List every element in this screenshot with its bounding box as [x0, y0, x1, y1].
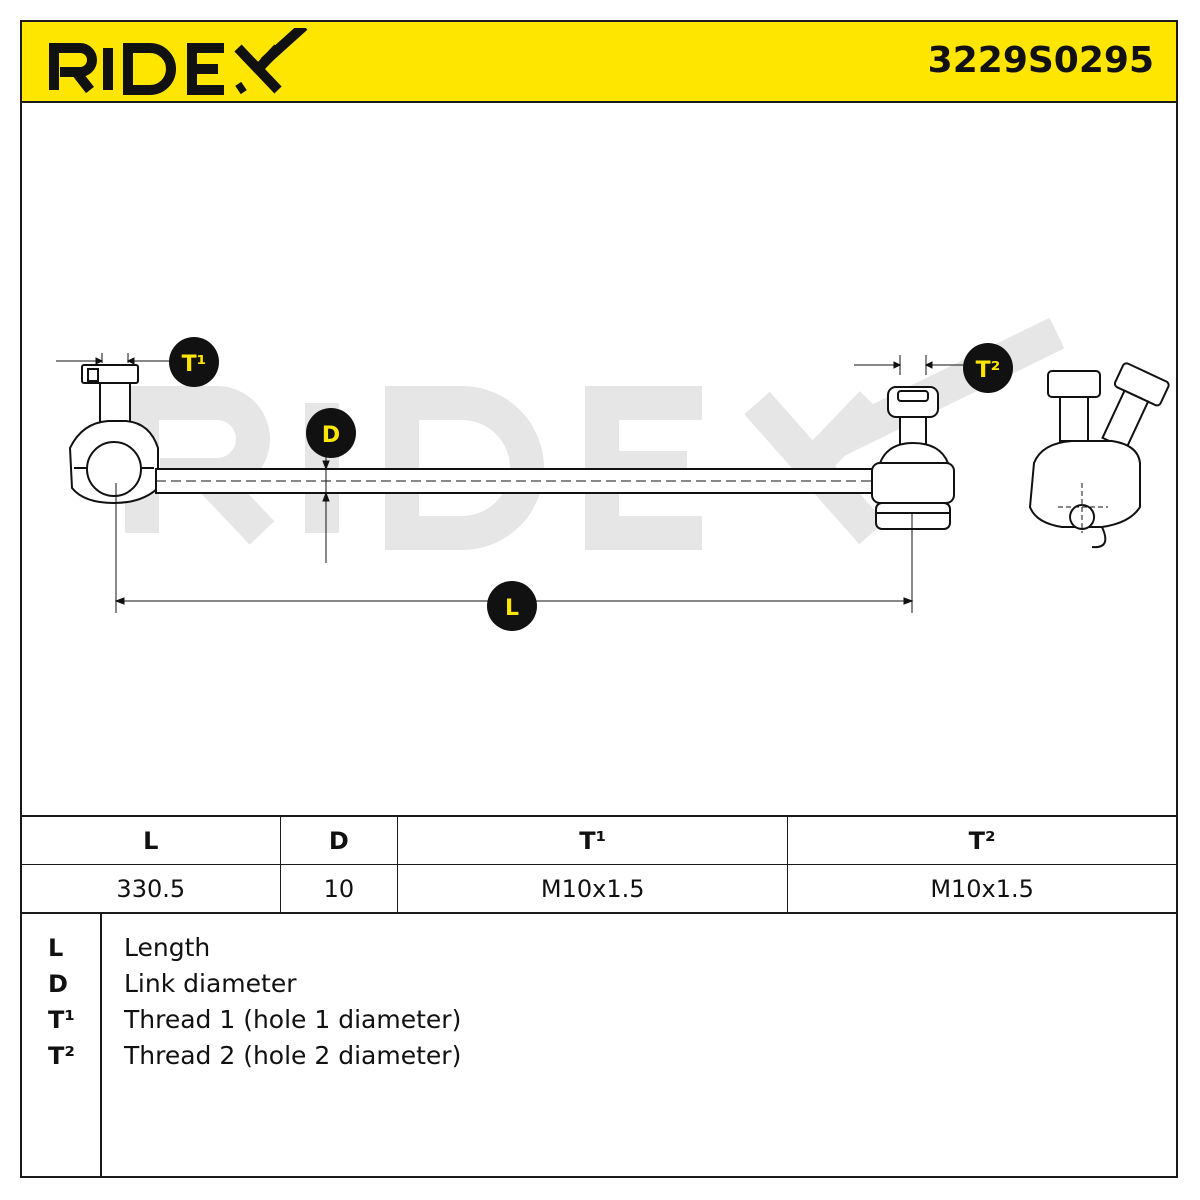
t1-dimension: [56, 353, 170, 365]
legend: L Length D Link diameter T¹ Thread 1 (ho…: [22, 912, 1176, 1178]
l-callout-label: L: [505, 596, 519, 621]
legend-key: L: [48, 934, 64, 962]
legend-label: Link diameter: [124, 969, 297, 998]
legend-item: T² Thread 2 (hole 2 diameter): [22, 1038, 1176, 1074]
spec-value-d: 10: [279, 864, 399, 913]
spec-header-d: D: [279, 815, 399, 865]
technical-drawing: T¹ D: [56, 317, 1170, 631]
left-ball-joint: [68, 364, 159, 505]
t2-callout-label: T²: [976, 358, 1001, 383]
legend-label: Thread 1 (hole 1 diameter): [124, 1005, 462, 1034]
legend-item: D Link diameter: [22, 966, 1176, 1002]
d-dimension: [322, 448, 330, 563]
legend-key: T²: [48, 1042, 75, 1070]
spec-table: L D T¹ T² 330.5 10 M10x1.5 M10x1.5: [22, 815, 1176, 913]
legend-key: T¹: [48, 1006, 75, 1034]
l-callout: L: [487, 581, 537, 631]
part-number: 3229S0295: [927, 40, 1154, 81]
legend-key: D: [48, 970, 68, 998]
spec-table-header-row: L D T¹ T²: [22, 815, 1176, 865]
t1-callout: T¹: [169, 337, 219, 387]
t2-dimension: [854, 355, 966, 375]
drawing-frame: 3229S0295: [20, 20, 1178, 1178]
header-bar: 3229S0295: [22, 22, 1176, 103]
t2-callout: T²: [963, 343, 1013, 393]
legend-item: L Length: [22, 930, 1176, 966]
t1-callout-label: T¹: [182, 352, 207, 377]
spec-table-value-row: 330.5 10 M10x1.5 M10x1.5: [22, 864, 1176, 913]
spec-value-t1: M10x1.5: [397, 864, 789, 913]
legend-label: Length: [124, 933, 211, 962]
spec-header-t1: T¹: [397, 815, 789, 865]
spec-value-t2: M10x1.5: [787, 864, 1176, 913]
link-rod: [155, 468, 877, 494]
spec-header-l: L: [22, 815, 281, 865]
legend-item: T¹ Thread 1 (hole 1 diameter): [22, 1002, 1176, 1038]
spec-header-t2: T²: [787, 815, 1176, 865]
joint-side-view: [1028, 362, 1170, 549]
right-ball-joint: [871, 386, 955, 530]
d-callout-label: D: [322, 423, 340, 448]
d-callout: D: [306, 408, 356, 458]
spec-value-l: 330.5: [22, 864, 281, 913]
ridex-logo: [49, 28, 308, 95]
legend-label: Thread 2 (hole 2 diameter): [124, 1041, 462, 1070]
legend-separator: [100, 914, 102, 1178]
